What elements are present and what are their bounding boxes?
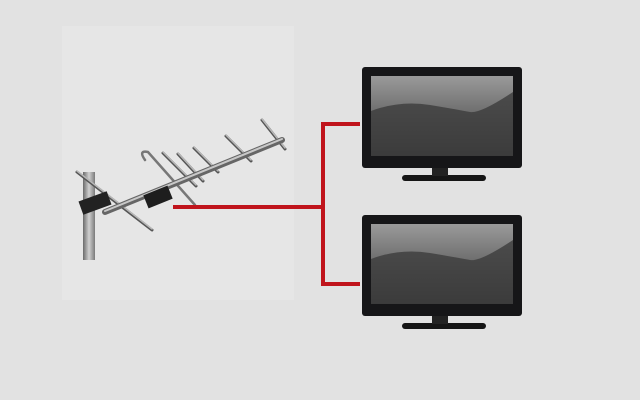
yagi-antenna-icon: [75, 118, 287, 260]
cable-branch-top: [321, 122, 360, 286]
tv-icon: [362, 67, 522, 181]
cable: [173, 122, 360, 286]
antenna-mast: [83, 172, 95, 260]
tv-icon: [362, 215, 522, 329]
background-panel: [62, 26, 294, 300]
